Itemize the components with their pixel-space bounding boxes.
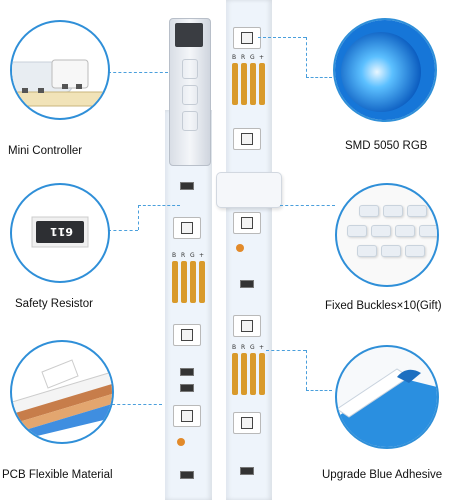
pad-label: B (232, 344, 237, 351)
pad-label: R (241, 54, 246, 61)
resistor-chip (240, 467, 254, 475)
callout-line-pcb (112, 404, 162, 405)
buckle-icon (371, 225, 391, 237)
left-led-strip (165, 110, 212, 500)
safety-resistor-circle: 611 (10, 183, 110, 283)
mini-controller-label: Mini Controller (8, 145, 83, 157)
mini-controller-circle (10, 20, 110, 120)
pad-label: R (181, 252, 186, 259)
led-chip (233, 27, 261, 49)
rgb-led-icon (335, 20, 435, 120)
callout-line-safety-resistor (138, 205, 180, 206)
callout-line-smd (306, 77, 332, 78)
smd-rgb-circle (333, 18, 437, 122)
mini-controller-device (169, 18, 211, 166)
led-chip (233, 412, 261, 434)
resistor-code: 611 (50, 225, 73, 238)
led-chip (173, 217, 201, 239)
fixed-buckle-on-strip (216, 172, 282, 208)
pad-label: G (250, 344, 255, 351)
fixed-buckles-label: Fixed Buckles×10(Gift) (325, 300, 442, 312)
adhesive-tape-icon (337, 368, 437, 447)
resistor-chip (240, 280, 254, 288)
fixed-buckles-circle (335, 183, 439, 287)
resistor-chip (180, 471, 194, 479)
callout-line-adhesive (306, 390, 332, 391)
solder-dot (177, 438, 185, 446)
callout-line-mini-controller (108, 72, 168, 73)
led-chip (233, 315, 261, 337)
buckle-icon (359, 205, 379, 217)
led-chip (173, 324, 201, 346)
callout-line-adhesive (306, 350, 307, 390)
resistor-chip (180, 384, 194, 392)
resistor-icon (31, 216, 89, 248)
pad-label: G (190, 252, 195, 259)
pad-label: B (232, 54, 237, 61)
buckle-icon (419, 225, 437, 237)
led-chip (173, 405, 201, 427)
buckle-icon (347, 225, 367, 237)
blue-adhesive-circle (335, 345, 439, 449)
pad-label: B (172, 252, 177, 259)
buckle-icon (383, 205, 403, 217)
callout-line-smd (258, 37, 306, 38)
buckle-icon (357, 245, 377, 257)
buckle-icon (395, 225, 415, 237)
pcb-material-label: PCB Flexible Material (2, 469, 113, 481)
led-chip (233, 212, 261, 234)
resistor-chip (180, 368, 194, 376)
buckle-icon (381, 245, 401, 257)
callout-line-safety-resistor (138, 205, 139, 230)
buckle-icon (407, 205, 427, 217)
mini-controller-icon (12, 59, 108, 107)
led-chip (233, 128, 261, 150)
pcb-layers-icon (12, 359, 112, 442)
solder-dot (236, 244, 244, 252)
callout-line-safety-resistor (108, 230, 138, 231)
pad-label: R (241, 344, 246, 351)
pad-label: G (250, 54, 255, 61)
smd-rgb-label: SMD 5050 RGB (345, 140, 428, 152)
pad-label: + (259, 54, 265, 61)
pad-label: + (259, 344, 265, 351)
blue-adhesive-label: Upgrade Blue Adhesive (322, 469, 443, 481)
resistor-chip (180, 182, 194, 190)
callout-line-smd (306, 37, 307, 77)
safety-resistor-label: Safety Resistor (15, 298, 93, 310)
pcb-material-circle (10, 340, 114, 444)
buckle-icon (405, 245, 425, 257)
callout-line-buckles (280, 205, 335, 206)
callout-line-adhesive (266, 350, 306, 351)
pad-label: + (199, 252, 205, 259)
